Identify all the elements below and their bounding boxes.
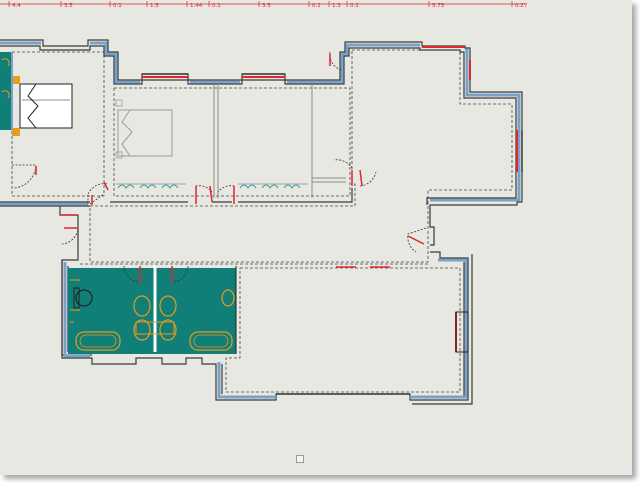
dimension-label: 1.44: [190, 3, 203, 9]
dimension-label: 1.5: [150, 3, 159, 9]
bed-double-icon: [12, 76, 73, 136]
dimension-label: 4.4: [12, 3, 21, 9]
dimension-label: 0.27: [515, 3, 528, 9]
dimension-label: 3.5: [64, 3, 73, 9]
dimension-label: 5.75: [432, 3, 445, 9]
washbasin-icon: [133, 289, 235, 341]
floor-plan-canvas[interactable]: 4.4 3.5 0.1 1.5 1.44 0.1 3.5 0.1 1.3 0.1 5.75 0.27: [0, 0, 632, 475]
dimension-label: 0.1: [350, 3, 359, 9]
dimension-label: 0.1: [212, 3, 221, 9]
dimension-label: 0.1: [113, 3, 122, 9]
bathroom-floor: [68, 268, 236, 354]
bed-double-icon: [115, 99, 173, 159]
dimension-label: 3.5: [262, 3, 271, 9]
wc-icon: [73, 287, 93, 309]
bathtub-icon: [75, 331, 233, 351]
dimension-label: 1.3: [332, 3, 341, 9]
dimension-label: 0.1: [312, 3, 321, 9]
dimension-strip: 4.4 3.5 0.1 1.5 1.44 0.1 3.5 0.1 1.3 0.1 5.75 0.27: [0, 1, 528, 9]
resize-handle[interactable]: [296, 455, 304, 463]
floor-plan-viewport[interactable]: 4.4 3.5 0.1 1.5 1.44 0.1 3.5 0.1 1.3 0.1 5.75 0.27: [0, 0, 632, 475]
lower-wing[interactable]: [61, 251, 473, 405]
